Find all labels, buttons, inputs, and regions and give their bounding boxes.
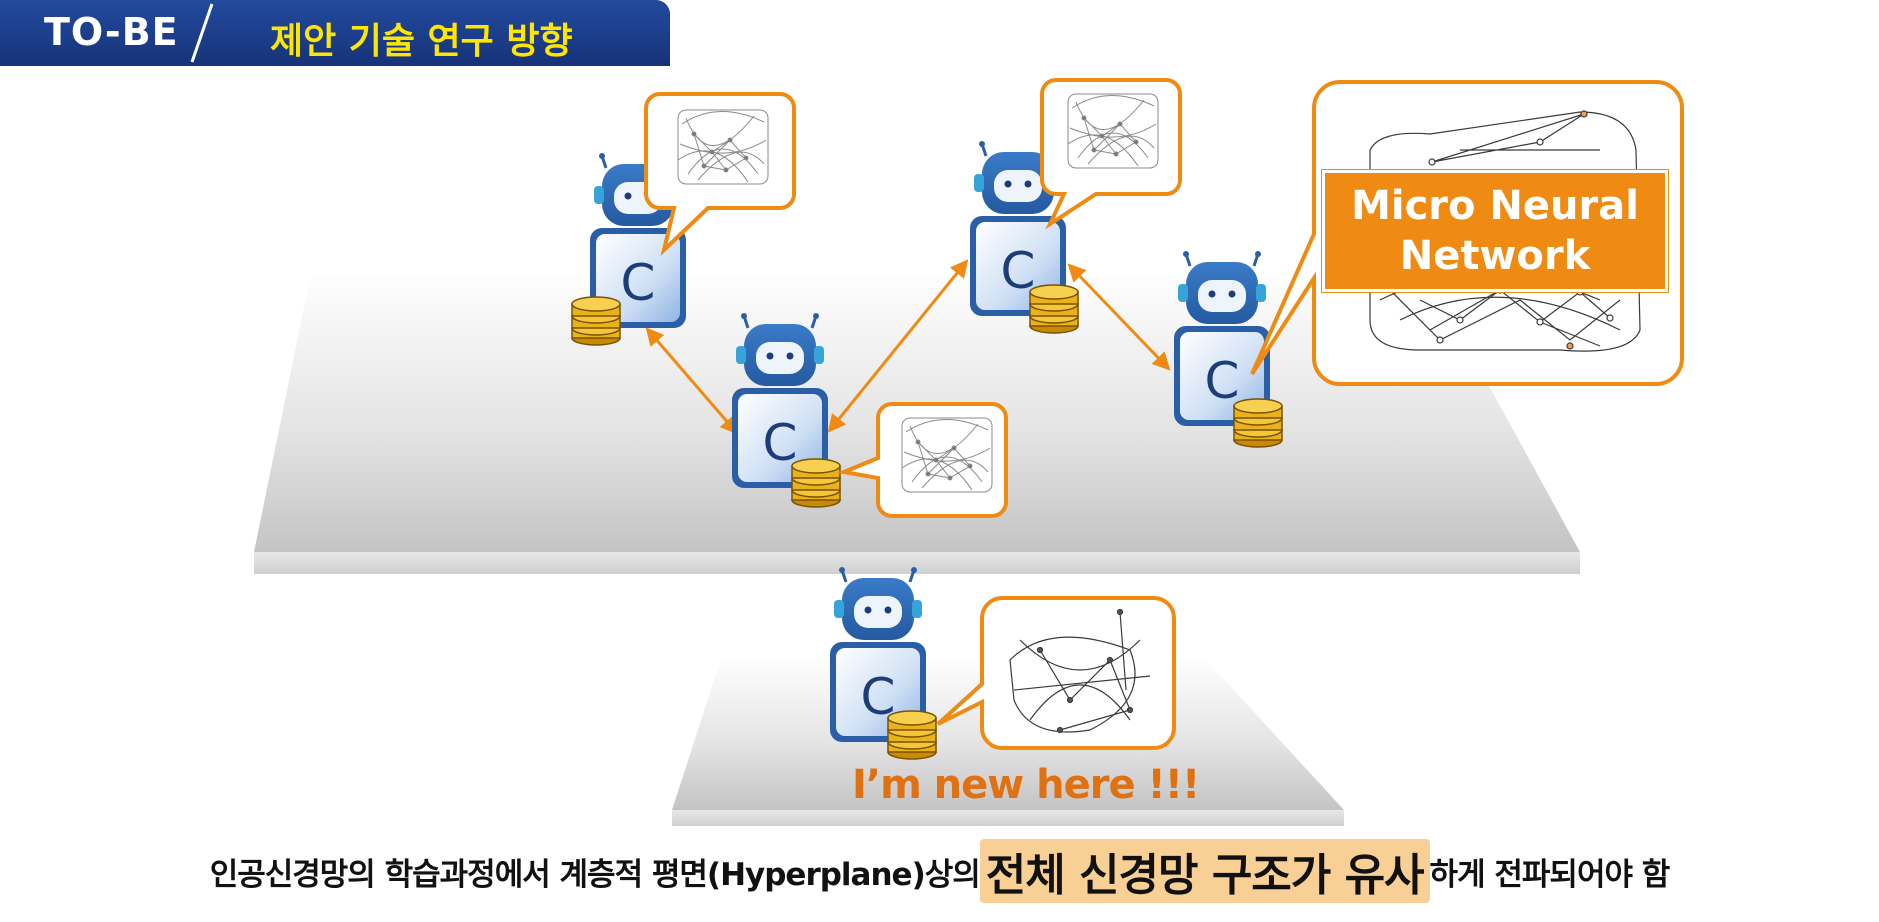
- arrow-robot1-robot2: [645, 327, 739, 435]
- bottom-statement: 인공신경망의 학습과정에서 계층적 평면(Hyperplane)상의 전체 신경…: [0, 836, 1879, 906]
- callout-line-1: Micro Neural: [1351, 183, 1639, 229]
- robot-2-letter: C: [763, 414, 798, 472]
- robot-4-letter: C: [1205, 352, 1240, 410]
- new-robot-caption: I’m new here !!!: [852, 762, 1200, 808]
- network-sketch-icon: [1009, 608, 1151, 734]
- header-tag: TO-BE: [44, 10, 179, 54]
- arrow-robot2-robot3: [827, 259, 969, 433]
- arrow-robot3-robot4: [1067, 263, 1171, 371]
- robot-3-network-bubble: [1040, 78, 1182, 230]
- robot-3: C: [968, 139, 1068, 318]
- robot-new-network-bubble: [936, 596, 1176, 750]
- robot-1-coins-icon: [571, 296, 621, 346]
- robot-3-letter: C: [1001, 242, 1036, 300]
- connection-arrows: [645, 259, 1171, 435]
- header-banner: TO-BE 제안 기술 연구 방향: [0, 0, 670, 66]
- header-title: 제안 기술 연구 방향: [270, 21, 573, 62]
- robot-2-coins-icon: [791, 458, 841, 508]
- callout-line-2: Network: [1399, 233, 1591, 279]
- header-slash-divider: [190, 3, 214, 63]
- robot-1-letter: C: [621, 254, 656, 312]
- bottom-statement-suffix: 하게 전파되어야 함: [1429, 856, 1671, 893]
- micro-neural-network-label: Micro Neural Network: [1321, 169, 1669, 293]
- bottom-statement-prefix: 인공신경망의 학습과정에서 계층적 평면(Hyperplane)상의: [209, 856, 981, 893]
- robot-2-network-bubble: [836, 402, 1008, 518]
- robot-4: C: [1172, 249, 1272, 428]
- robot-4-coins-icon: [1233, 398, 1283, 448]
- robot-3-coins-icon: [1029, 284, 1079, 334]
- bottom-statement-highlight: 전체 신경망 구조가 유사: [979, 839, 1430, 903]
- robot-1: C: [588, 151, 688, 330]
- robot-new-coins-icon: [887, 710, 937, 760]
- robot-2: C: [730, 311, 830, 490]
- robot-1-network-bubble: [644, 92, 796, 257]
